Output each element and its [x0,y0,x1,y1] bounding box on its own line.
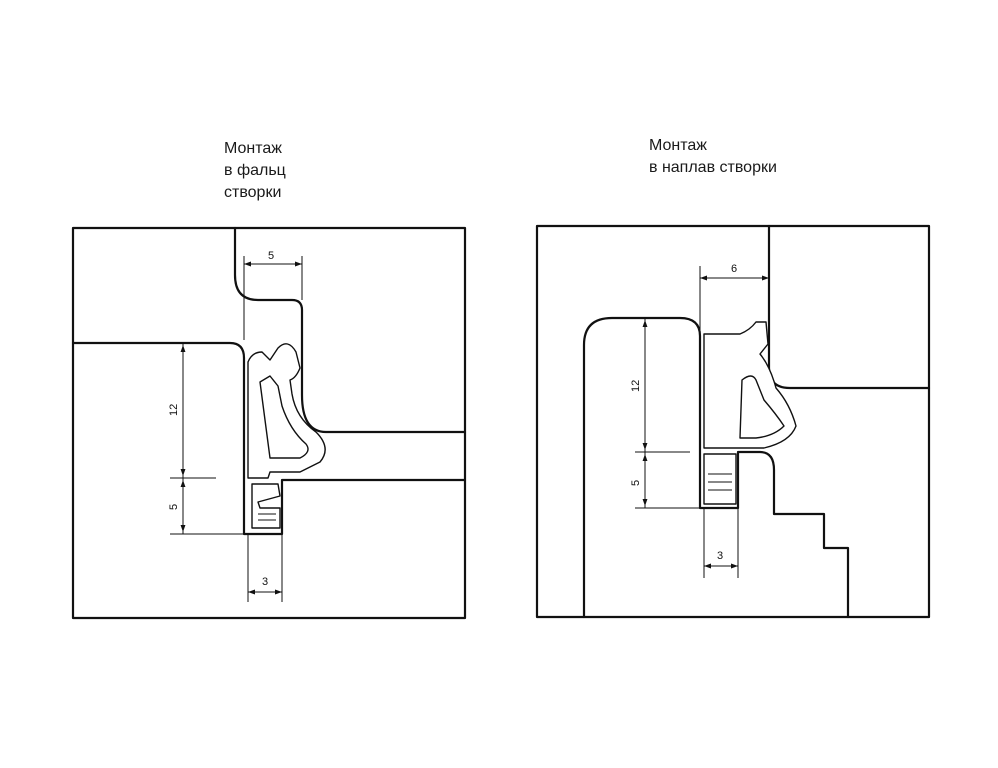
right-caption: Монтаж в наплав створки [649,135,777,179]
left-drawing: 5 12 5 3 [71,226,467,620]
left-caption-line-1: Монтаж [224,140,282,157]
left-dim-bottom: 3 [247,534,283,602]
right-caption-line-1: Монтаж [649,137,707,154]
right-drawing: 6 12 5 3 [535,224,931,619]
left-dim-lower-label: 5 [168,504,180,510]
right-dim-bottom-label: 3 [717,550,723,562]
right-frame-profile [767,224,931,390]
right-caption-line-2: в наплав створки [649,159,777,176]
left-frame-border [71,226,467,620]
left-dim-vertical: 12 5 [168,343,244,535]
left-dim-top: 5 [243,250,303,340]
right-dim-top: 6 [699,263,769,330]
left-dim-upper-label: 12 [168,404,180,416]
right-seal [703,321,797,505]
right-frame-border [535,224,931,619]
left-seal [247,343,326,529]
left-caption: Монтаж в фальц створки [224,138,286,204]
left-caption-line-2: в фальц [224,162,286,179]
left-dim-bottom-label: 3 [262,576,268,588]
right-dim-bottom: 3 [703,508,739,578]
left-frame-profile [233,226,467,434]
right-dim-top-label: 6 [731,263,737,275]
right-dim-vertical: 12 5 [630,318,700,509]
right-dim-lower-label: 5 [630,480,642,486]
left-dim-top-label: 5 [268,250,274,262]
right-sash-profile [582,316,850,619]
left-sash-profile [71,341,246,480]
left-caption-line-3: створки [224,184,282,201]
right-dim-upper-label: 12 [630,380,642,392]
